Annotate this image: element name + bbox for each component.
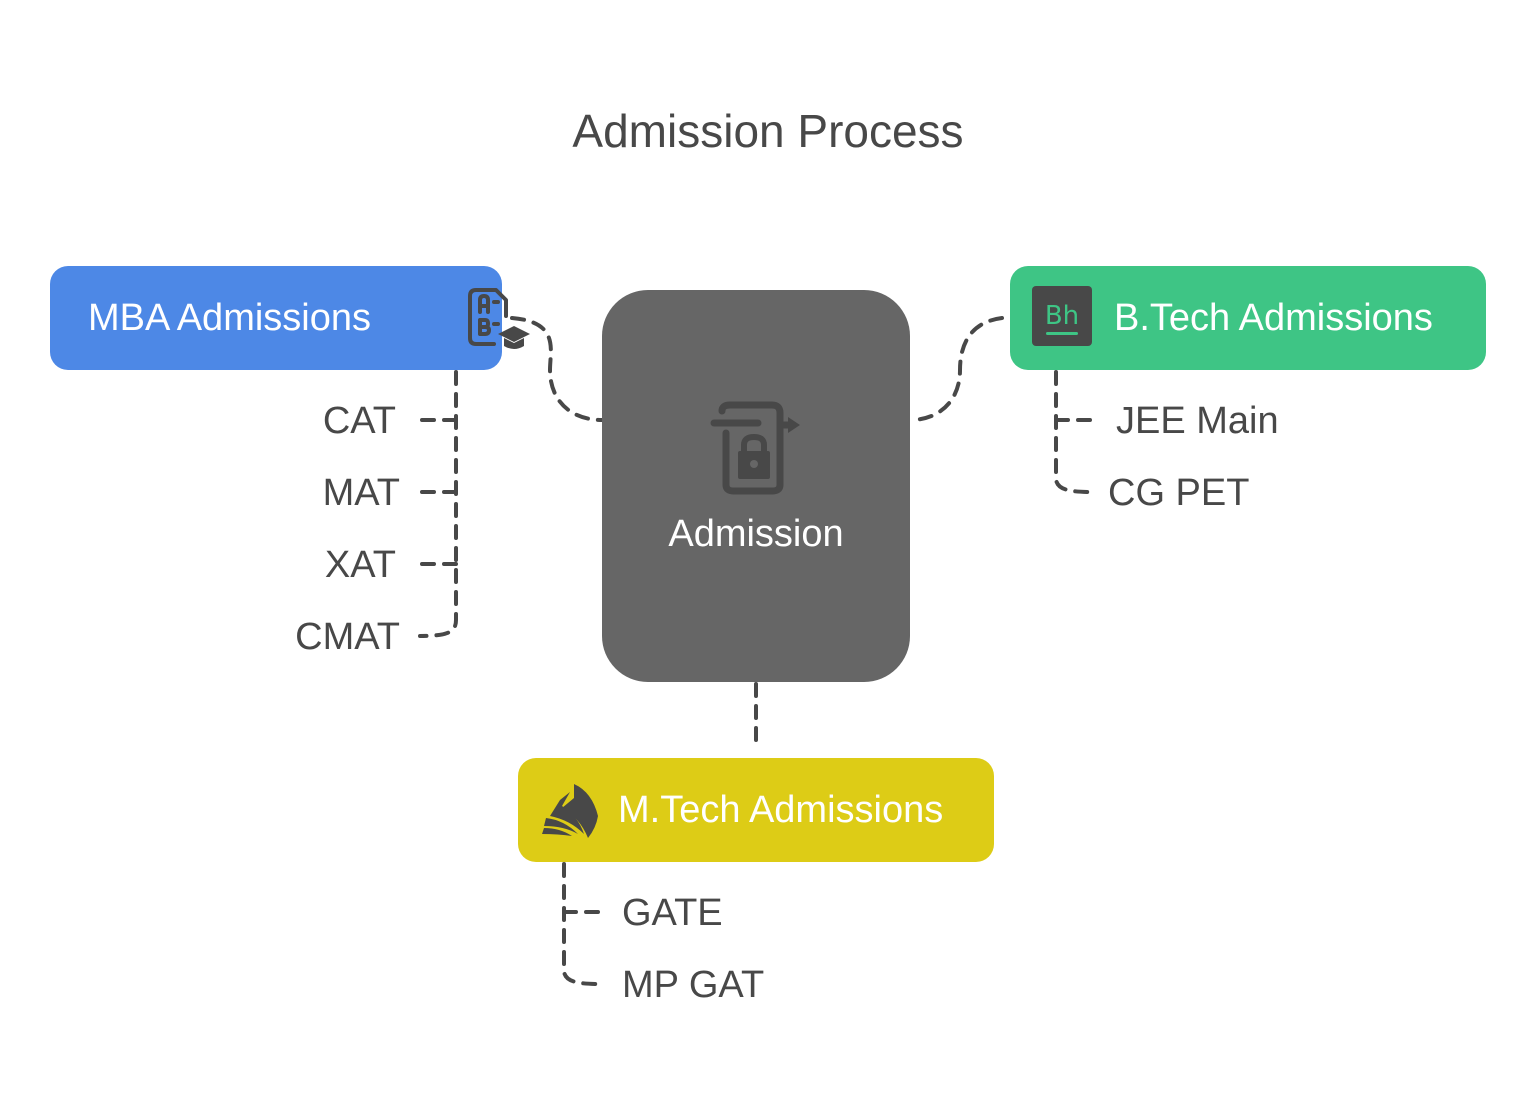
exam-grade-graduation-cap-icon: [468, 288, 530, 349]
svg-text:Bh: Bh: [1045, 301, 1079, 331]
mba-admissions-label: MBA Admissions: [88, 296, 371, 339]
btech-exam-cg-pet: CG PET: [1108, 472, 1250, 514]
connector-mba-items: [418, 370, 458, 638]
connector-btech-center: [908, 316, 1004, 422]
admission-center-node[interactable]: Admission: [602, 290, 910, 682]
btech-exam-jee-main: JEE Main: [1116, 400, 1279, 442]
btech-admissions-label: B.Tech Admissions: [1114, 296, 1433, 339]
mba-exam-xat: XAT: [324, 544, 396, 586]
behance-logo-icon: Bh: [1032, 286, 1092, 346]
connector-mtech-items: [562, 862, 602, 986]
locked-document-export-icon: [710, 401, 800, 494]
mtech-exam-mp-gat: MP GAT: [622, 964, 765, 1006]
mtech-admissions-node[interactable]: M.Tech Admissions: [518, 758, 994, 862]
mba-exam-cat: CAT: [322, 400, 396, 442]
mba-exam-mat: MAT: [322, 472, 400, 514]
diagram-title: Admission Process: [572, 105, 964, 157]
mtech-exam-gate: GATE: [622, 892, 723, 934]
btech-admissions-node[interactable]: Bh B.Tech Admissions: [1010, 266, 1486, 370]
connector-mba-center: [510, 316, 604, 422]
mba-admissions-node[interactable]: MBA Admissions: [50, 266, 530, 370]
open-book-pages-icon: [542, 784, 598, 838]
mtech-admissions-label: M.Tech Admissions: [618, 788, 944, 831]
connector-btech-items: [1054, 370, 1094, 494]
mba-exam-cmat: CMAT: [295, 616, 400, 658]
admission-center-label: Admission: [668, 512, 844, 555]
